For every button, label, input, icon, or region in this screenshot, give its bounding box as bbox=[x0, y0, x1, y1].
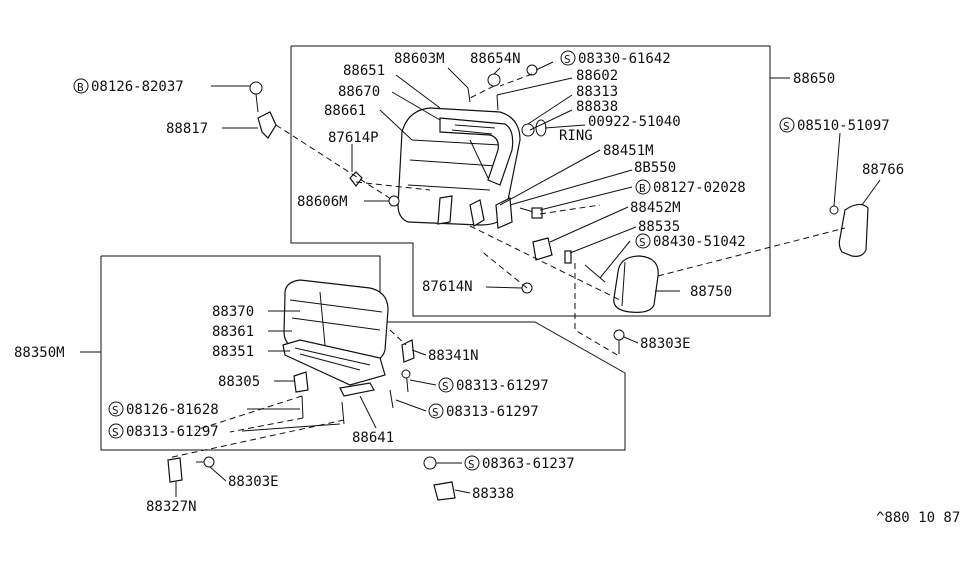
label-00922-51040: 00922-51040 bbox=[588, 114, 681, 130]
label-88750: 88750 bbox=[690, 284, 732, 300]
leader-lines bbox=[80, 61, 881, 497]
label-88651: 88651 bbox=[343, 63, 385, 79]
prefix-b-08127: B bbox=[639, 182, 646, 195]
label-87614N: 87614N bbox=[422, 279, 473, 295]
reference-code: ^880 10 87 bbox=[876, 510, 960, 526]
label-88327N: 88327N bbox=[146, 499, 197, 515]
label-88603M: 88603M bbox=[394, 51, 445, 67]
label-88535: 88535 bbox=[638, 219, 680, 235]
label-ring: RING bbox=[559, 128, 593, 144]
label-88641: 88641 bbox=[352, 430, 394, 446]
label-88351: 88351 bbox=[212, 344, 254, 360]
cushion-frame bbox=[100, 255, 626, 451]
label-88452M: 88452M bbox=[630, 200, 681, 216]
label-88766: 88766 bbox=[862, 162, 904, 178]
label-88670: 88670 bbox=[338, 84, 380, 100]
label-88303E-lower: 88303E bbox=[228, 474, 279, 490]
prefix-b-08126a: B bbox=[77, 81, 84, 94]
headrest-part bbox=[613, 255, 659, 313]
label-88341N: 88341N bbox=[428, 348, 479, 364]
label-88303E-upper: 88303E bbox=[640, 336, 691, 352]
label-88313: 88313 bbox=[576, 84, 618, 100]
label-8B550: 8B550 bbox=[634, 160, 676, 176]
prefix-s-08126b: S bbox=[112, 404, 119, 417]
seatback-frame bbox=[290, 45, 771, 317]
label-88451M: 88451M bbox=[603, 143, 654, 159]
label-08330-61642: 08330-61642 bbox=[578, 51, 671, 67]
cushion-part bbox=[282, 279, 389, 386]
label-88338: 88338 bbox=[472, 486, 514, 502]
prefix-s-08330: S bbox=[564, 53, 571, 66]
label-88350M: 88350M bbox=[14, 345, 65, 361]
prefix-s-08313b: S bbox=[432, 406, 439, 419]
label-88305: 88305 bbox=[218, 374, 260, 390]
label-88650: 88650 bbox=[793, 71, 835, 87]
label-87614P: 87614P bbox=[328, 130, 379, 146]
label-08510-51097: 08510-51097 bbox=[797, 118, 890, 134]
label-88838: 88838 bbox=[576, 99, 618, 115]
prefix-s-08363: S bbox=[468, 458, 475, 471]
label-08363-61237: 08363-61237 bbox=[482, 456, 575, 472]
prefix-s-08510: S bbox=[783, 120, 790, 133]
label-08127-02028: 08127-02028 bbox=[653, 180, 746, 196]
dashed-leaders bbox=[167, 73, 846, 459]
label-88817: 88817 bbox=[166, 121, 208, 137]
part-labels: 88603M 88654N 08330-61642 88651 88602 88… bbox=[14, 51, 960, 526]
label-88602: 88602 bbox=[576, 68, 618, 84]
side-trim-part bbox=[838, 203, 869, 257]
label-08313-61297-c: 08313-61297 bbox=[126, 424, 219, 440]
label-88661: 88661 bbox=[324, 103, 366, 119]
prefix-s-08313a: S bbox=[442, 380, 449, 393]
label-08430-51042: 08430-51042 bbox=[653, 234, 746, 250]
seatback-part bbox=[397, 107, 521, 226]
prefix-symbols: B S B S S S S S S S bbox=[73, 50, 795, 471]
label-08126-81628: 08126-81628 bbox=[126, 402, 219, 418]
label-08313-61297-b: 08313-61297 bbox=[446, 404, 539, 420]
label-08313-61297-a: 08313-61297 bbox=[456, 378, 549, 394]
headrest-seam bbox=[621, 261, 626, 307]
prefix-s-08430: S bbox=[639, 236, 646, 249]
label-88606M: 88606M bbox=[297, 194, 348, 210]
label-08126-82037: 08126-82037 bbox=[91, 79, 184, 95]
label-88370: 88370 bbox=[212, 304, 254, 320]
label-88361: 88361 bbox=[212, 324, 254, 340]
label-88654N: 88654N bbox=[470, 51, 521, 67]
prefix-s-08313c: S bbox=[112, 426, 119, 439]
